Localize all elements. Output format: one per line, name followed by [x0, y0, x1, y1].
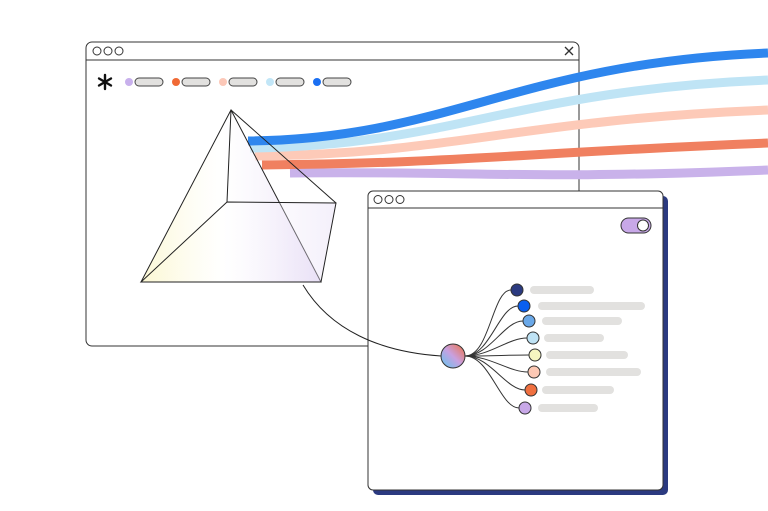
prism	[139, 108, 337, 283]
tree-node[interactable]	[528, 348, 542, 362]
close-icon[interactable]	[564, 46, 574, 56]
toggle-switch[interactable]	[620, 217, 652, 234]
data-window	[367, 190, 668, 495]
tree-branch	[464, 355, 520, 409]
legend-pill[interactable]	[134, 77, 164, 87]
legend-pill[interactable]	[228, 77, 258, 87]
tree-node[interactable]	[524, 383, 538, 397]
window-control-icon[interactable]	[373, 195, 383, 204]
legend-pill[interactable]	[275, 77, 305, 87]
light-beams	[247, 48, 768, 180]
light-beam	[247, 48, 768, 146]
legend-dot	[125, 78, 133, 86]
window-control-icon[interactable]	[395, 195, 405, 204]
legend-dot	[172, 78, 180, 86]
connector-line	[302, 284, 442, 357]
legend-pill[interactable]	[322, 77, 352, 87]
legend-dot	[266, 78, 274, 86]
placeholder-bar	[530, 286, 594, 294]
tree-node[interactable]	[517, 299, 531, 313]
window-control-icon[interactable]	[384, 195, 394, 204]
window-control-icon[interactable]	[103, 46, 113, 56]
window-control-icon[interactable]	[92, 46, 102, 56]
tree-node[interactable]	[526, 331, 540, 345]
tree-node[interactable]	[522, 314, 536, 328]
hub-node[interactable]	[440, 343, 466, 369]
placeholder-bar	[542, 386, 614, 394]
placeholder-bar	[542, 317, 622, 325]
tree-branch	[464, 289, 512, 357]
legend-pill[interactable]	[181, 77, 211, 87]
asterisk-icon	[97, 73, 113, 91]
tree-branch	[464, 355, 526, 391]
tree-node[interactable]	[518, 401, 532, 415]
node-tree	[464, 283, 645, 415]
placeholder-bar	[546, 368, 641, 376]
placeholder-bar	[546, 351, 628, 359]
light-beam	[254, 105, 768, 161]
tree-node[interactable]	[527, 365, 541, 379]
legend-dot	[219, 78, 227, 86]
light-beam	[249, 75, 768, 153]
tree-node[interactable]	[510, 283, 524, 297]
legend-dot	[313, 78, 321, 86]
legend	[125, 77, 352, 87]
window-control-icon[interactable]	[114, 46, 124, 56]
light-beam	[289, 165, 768, 180]
placeholder-bar	[544, 334, 604, 342]
light-beam	[261, 138, 768, 170]
placeholder-bar	[538, 404, 598, 412]
placeholder-bar	[538, 302, 645, 310]
